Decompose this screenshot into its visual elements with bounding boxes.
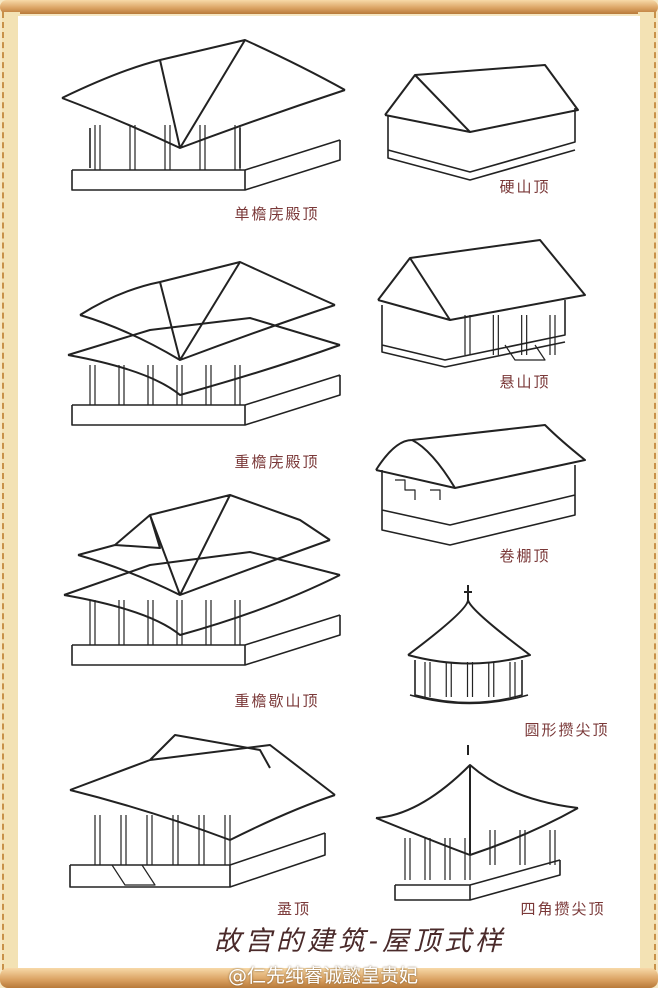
label-double-hip-roof: 重檐庑殿顶: [234, 453, 320, 471]
paper: [18, 16, 640, 968]
label-hip-roof: 单檐庑殿顶: [234, 205, 320, 223]
page-title: 故宫的建筑-屋顶式样: [213, 926, 507, 957]
hip-roof-drawing: [61, 39, 346, 191]
label-double-hip-gable-roof: 重檐歇山顶: [234, 692, 320, 710]
scroll-top-rod: [0, 0, 658, 14]
label-square-pyramid-roof: 四角攒尖顶: [520, 900, 606, 918]
overhang-gable-roof-drawing: [377, 239, 586, 368]
square-pyramid-roof-drawing: [375, 745, 579, 901]
label-flat-hip-roof: 盝顶: [276, 900, 312, 918]
flat-hip-roof-drawing: [69, 734, 336, 888]
label-overhang-gable-roof: 悬山顶: [499, 373, 551, 391]
frame-right: [638, 12, 656, 970]
round-ridge-roof-drawing: [375, 424, 586, 546]
watermark: @仁先纯睿诚懿皇贵妃: [228, 965, 419, 987]
label-round-ridge-roof: 卷棚顶: [499, 547, 551, 565]
label-round-pyramid-roof: 圆形攒尖顶: [524, 721, 610, 739]
gable-roof-drawing: [384, 64, 579, 181]
double-hip-gable-roof-drawing: [63, 494, 341, 666]
scroll-bottom-rod: [0, 968, 658, 988]
frame-left: [2, 12, 20, 970]
double-hip-roof-drawing: [67, 261, 341, 426]
round-pyramid-roof-drawing: [407, 585, 531, 705]
label-gable-roof: 硬山顶: [499, 178, 551, 196]
